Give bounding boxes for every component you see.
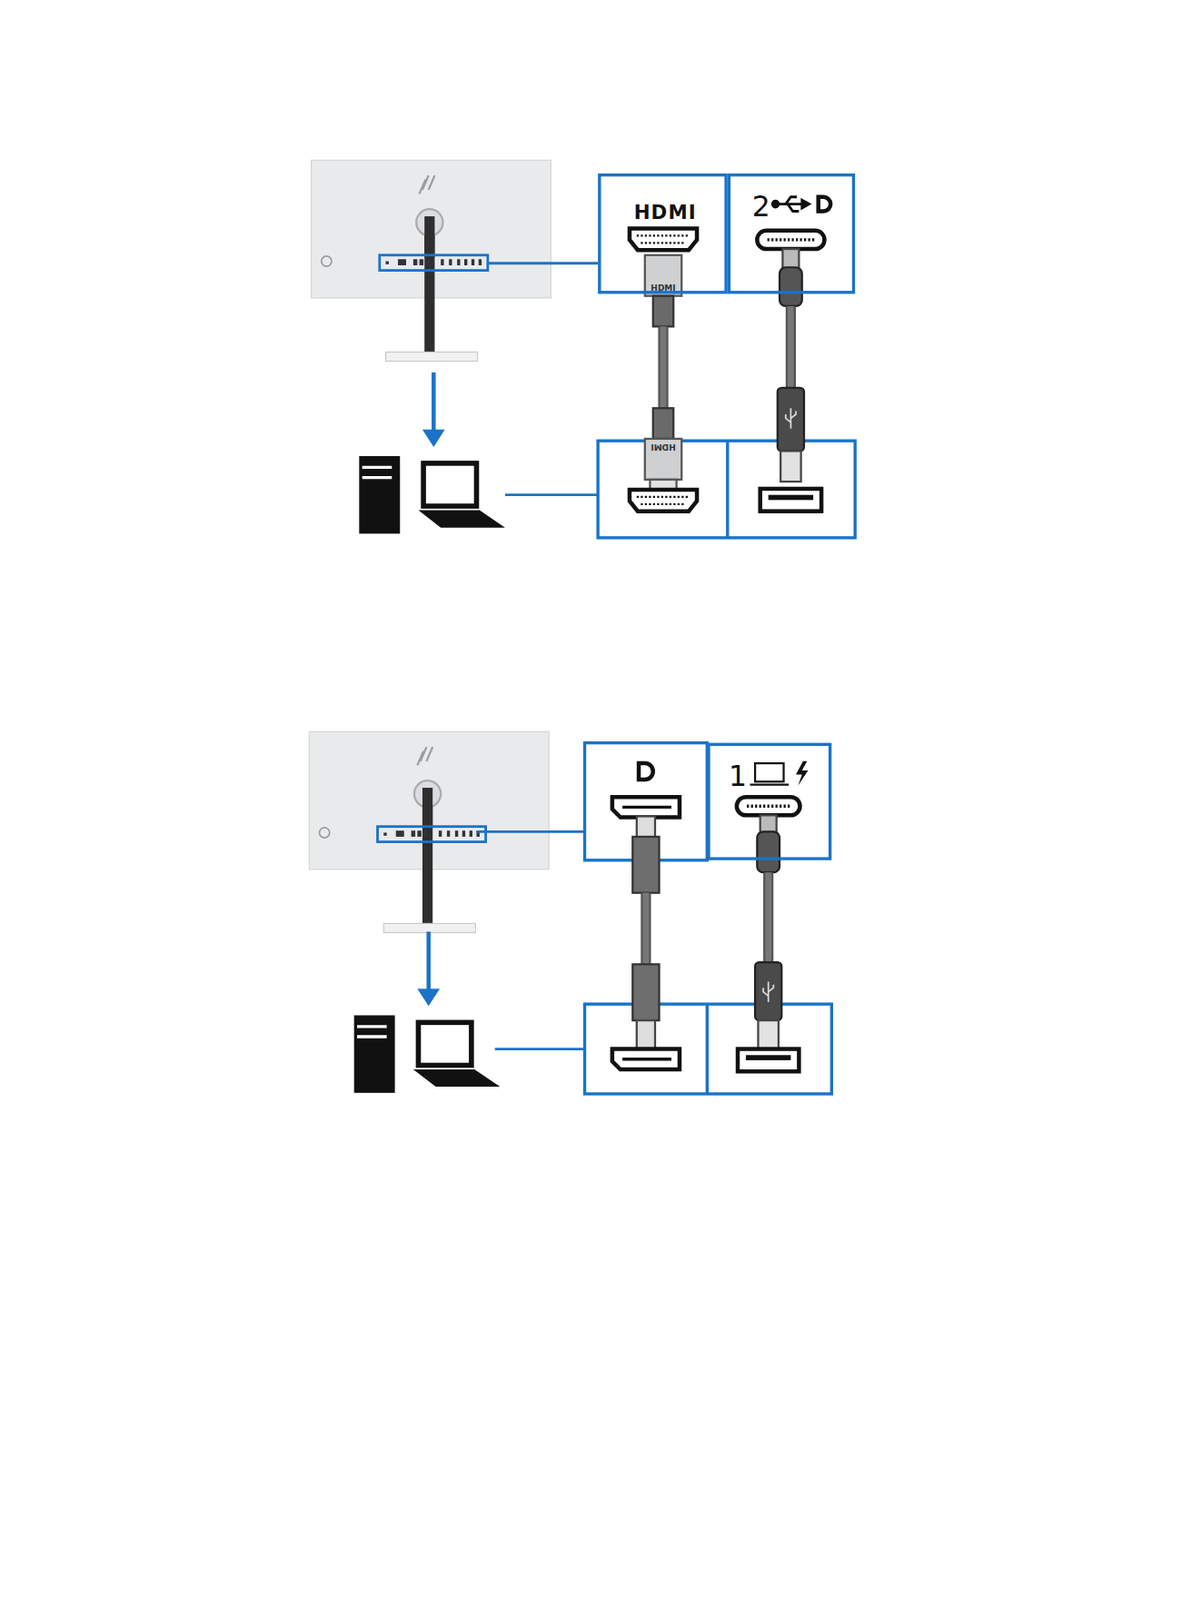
hdmi-plug bbox=[645, 438, 682, 480]
cable bbox=[640, 893, 651, 965]
cable bbox=[787, 306, 795, 390]
usb-a-plug bbox=[757, 1020, 778, 1049]
port-name: HDMI bbox=[634, 202, 697, 222]
port-pins bbox=[767, 238, 815, 241]
displayport-logo bbox=[815, 195, 833, 214]
box-divider bbox=[705, 1003, 709, 1094]
displayport-plug bbox=[636, 815, 656, 839]
computer-port-box bbox=[597, 440, 855, 538]
port-box: HDMI bbox=[597, 173, 728, 295]
hdmi-port bbox=[629, 228, 697, 251]
laptop-symbol bbox=[749, 784, 789, 786]
usb-a-molding bbox=[754, 962, 782, 1021]
cable-collar bbox=[653, 407, 674, 439]
usb-c-port bbox=[756, 230, 825, 249]
port-pins bbox=[746, 804, 790, 808]
cable bbox=[785, 306, 796, 390]
port-tongue bbox=[745, 1054, 791, 1061]
port-pins bbox=[622, 1057, 672, 1061]
cable bbox=[764, 872, 772, 964]
leader-line bbox=[476, 830, 585, 834]
usb-a-plug bbox=[780, 450, 801, 482]
plug-molding bbox=[779, 267, 803, 307]
displayport-port bbox=[612, 1049, 680, 1070]
cable bbox=[643, 893, 650, 965]
displayport-port bbox=[612, 796, 680, 817]
leader-line bbox=[505, 493, 598, 497]
usb-symbol bbox=[785, 407, 796, 428]
computer-icons bbox=[354, 931, 501, 1093]
hdmi-plug bbox=[645, 255, 682, 297]
plug-molding bbox=[632, 963, 659, 1021]
monitor-back bbox=[311, 159, 552, 361]
port-number: 2 bbox=[752, 192, 771, 221]
port-pins bbox=[636, 235, 690, 243]
box-divider bbox=[725, 440, 729, 538]
usb-symbol bbox=[772, 197, 809, 212]
plug-marking: HDMI bbox=[650, 284, 676, 293]
plug-marking: HDMI bbox=[650, 441, 676, 450]
usb-symbol bbox=[763, 981, 774, 1002]
cable bbox=[763, 872, 774, 964]
cable bbox=[660, 326, 667, 410]
power-bolt bbox=[795, 761, 808, 786]
port-box: 2 bbox=[727, 173, 855, 295]
hdmi-port bbox=[629, 489, 697, 512]
laptop-symbol bbox=[754, 763, 784, 782]
plug-molding bbox=[756, 831, 780, 873]
displayport-logo bbox=[636, 761, 656, 782]
computer-port-box bbox=[585, 1003, 833, 1094]
leader-line bbox=[487, 261, 598, 265]
leader-line bbox=[495, 1047, 586, 1051]
port-pins bbox=[636, 496, 690, 505]
port-number: 1 bbox=[728, 762, 747, 791]
usb-c-port bbox=[736, 796, 801, 815]
usb-a-port bbox=[737, 1049, 799, 1073]
plug-molding bbox=[632, 836, 659, 894]
usb-a-molding bbox=[777, 387, 805, 452]
port-box: 1 bbox=[706, 743, 832, 861]
port-pins bbox=[622, 805, 672, 809]
port-tongue bbox=[768, 495, 814, 501]
usb-a-port bbox=[760, 488, 822, 512]
cable-collar bbox=[653, 296, 674, 328]
cable bbox=[657, 326, 668, 410]
computer-icons bbox=[358, 372, 506, 534]
displayport-plug bbox=[636, 1020, 656, 1052]
